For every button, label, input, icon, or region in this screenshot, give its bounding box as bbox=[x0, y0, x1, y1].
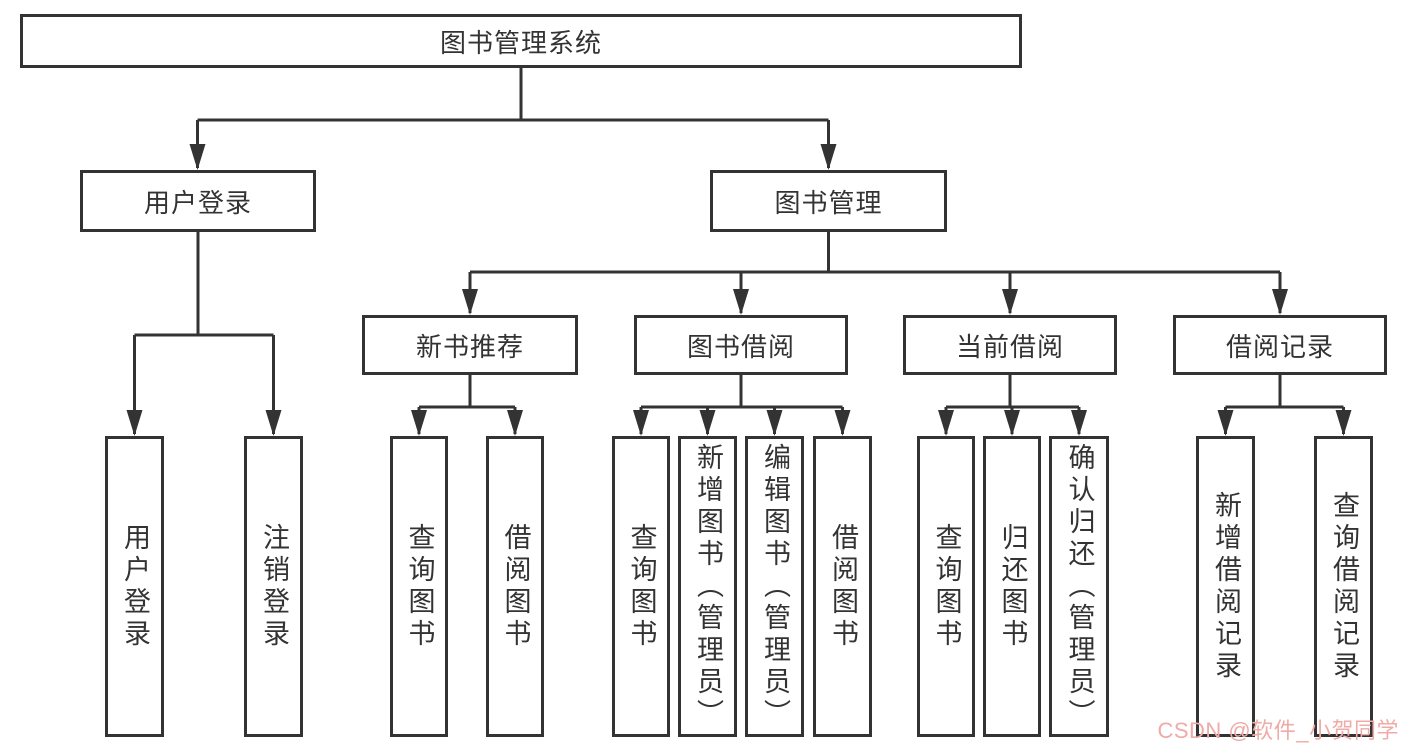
node-leaf-borrow-books: 借阅图书 bbox=[486, 436, 544, 737]
connector-borrow-records-children bbox=[1224, 375, 1345, 434]
node-label: 图书管理系统 bbox=[439, 27, 602, 58]
node-leaf-query-borrow-record: 查询借阅记录 bbox=[1314, 436, 1373, 737]
node-label: 用户登录 bbox=[143, 187, 252, 218]
node-label: 用户登录 bbox=[120, 522, 150, 651]
arrow-down-icon bbox=[1217, 410, 1234, 436]
node-label: 借阅记录 bbox=[1225, 331, 1334, 362]
arrow-down-icon bbox=[189, 144, 206, 170]
arrow-down-icon bbox=[1002, 289, 1018, 315]
node-book-management: 图书管理 bbox=[710, 170, 947, 232]
node-leaf-edit-books-admin: 编辑图书（管理员） bbox=[745, 436, 804, 737]
node-label: 图书管理 bbox=[774, 187, 883, 218]
connector-new-books-children bbox=[417, 375, 517, 434]
arrow-down-icon bbox=[1272, 289, 1288, 315]
arrow-down-icon bbox=[126, 410, 143, 436]
node-leaf-add-books-admin: 新增图书（管理员） bbox=[678, 436, 737, 737]
node-label: 编辑图书（管理员） bbox=[760, 442, 790, 731]
arrow-down-icon bbox=[265, 410, 282, 436]
node-label: 当前借阅 bbox=[955, 331, 1064, 362]
node-label: 查询借阅记录 bbox=[1329, 490, 1359, 683]
node-leaf-query-books: 查询图书 bbox=[390, 436, 448, 737]
node-leaf-return-books: 归还图书 bbox=[983, 436, 1041, 737]
node-leaf-user-login: 用户登录 bbox=[105, 436, 164, 737]
node-label: 确认归还（管理员） bbox=[1064, 442, 1095, 731]
node-label: 借阅图书 bbox=[500, 522, 531, 651]
connector-user-login-children bbox=[133, 232, 275, 434]
arrow-down-icon bbox=[699, 410, 716, 436]
node-label: 新增图书（管理员） bbox=[693, 442, 723, 731]
arrow-down-icon bbox=[938, 410, 954, 436]
node-label: 新书推荐 bbox=[415, 331, 524, 362]
arrow-down-icon bbox=[633, 410, 649, 436]
node-label: 借阅图书 bbox=[828, 522, 858, 651]
node-leaf-confirm-return-admin: 确认归还（管理员） bbox=[1049, 436, 1109, 737]
node-root-library-system: 图书管理系统 bbox=[20, 14, 1022, 68]
node-label: 查询图书 bbox=[404, 522, 435, 651]
arrow-down-icon bbox=[820, 144, 837, 170]
arrow-down-icon bbox=[1335, 410, 1352, 436]
node-user-login: 用户登录 bbox=[80, 170, 316, 232]
node-label: 归还图书 bbox=[997, 522, 1028, 651]
connector-root-to-level1 bbox=[196, 68, 830, 168]
node-label: 查询图书 bbox=[931, 522, 962, 651]
node-leaf-borrow-books: 借阅图书 bbox=[813, 436, 872, 737]
node-label: 图书借阅 bbox=[686, 331, 795, 362]
node-label: 查询图书 bbox=[626, 522, 657, 651]
arrow-down-icon bbox=[1004, 410, 1020, 436]
node-label: 新增借阅记录 bbox=[1211, 490, 1241, 683]
connector-book-mgmt-children bbox=[468, 232, 1282, 313]
node-borrowing-records: 借阅记录 bbox=[1173, 315, 1387, 375]
csdn-watermark: CSDN @软件_小贺同学 bbox=[1157, 718, 1399, 743]
arrow-down-icon bbox=[507, 410, 523, 436]
node-current-borrowing: 当前借阅 bbox=[903, 315, 1117, 375]
connector-book-borrow-children bbox=[639, 375, 844, 434]
node-label: 注销登录 bbox=[259, 522, 289, 651]
node-leaf-query-books: 查询图书 bbox=[612, 436, 670, 737]
node-leaf-query-books: 查询图书 bbox=[917, 436, 975, 737]
arrow-down-icon bbox=[733, 289, 749, 315]
arrow-down-icon bbox=[766, 410, 783, 436]
arrow-down-icon bbox=[1071, 410, 1087, 436]
node-new-book-recommend: 新书推荐 bbox=[362, 315, 578, 375]
arrow-down-icon bbox=[411, 410, 427, 436]
node-book-borrowing: 图书借阅 bbox=[634, 315, 848, 375]
node-leaf-add-borrow-record: 新增借阅记录 bbox=[1196, 436, 1255, 737]
arrow-down-icon bbox=[834, 410, 851, 436]
arrowheads bbox=[126, 144, 1352, 436]
arrow-down-icon bbox=[462, 289, 478, 315]
node-leaf-logout: 注销登录 bbox=[244, 436, 303, 737]
